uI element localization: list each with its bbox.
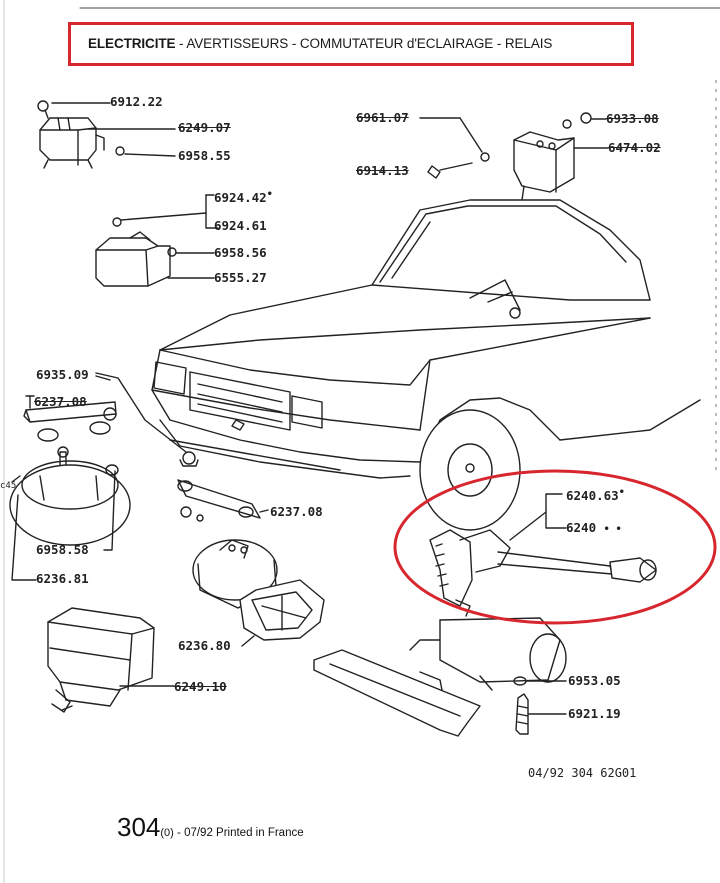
part-label-6924-42: 6924.42• (214, 190, 273, 205)
horn-right-drawing (192, 539, 325, 641)
part-label-6249-07: 6249.07 (178, 120, 231, 135)
page-number: 304 (117, 812, 161, 842)
relay-top-right-drawing (513, 112, 592, 201)
drawing-reference: 04/92 304 62G01 (528, 766, 637, 780)
star-marker: • (618, 487, 625, 498)
title-bold: ELECTRICITE (88, 36, 176, 51)
part-label-6961-07: 6961.07 (356, 110, 409, 125)
part-label-6912-22: 6912.22 (110, 94, 163, 109)
part-label-6924-61: 6924.61 (214, 218, 267, 233)
page-title: ELECTRICITE - AVERTISSEURS - COMMUTATEUR… (88, 36, 552, 51)
page-suffix: (0) (160, 827, 174, 839)
relay-bottom-left-drawing (47, 607, 155, 713)
horn-left-drawing (9, 401, 131, 546)
part-label-6958-56: 6958.56 (214, 245, 267, 260)
part-label-6237-08-left: 6237.08 (34, 394, 87, 409)
part-number-6924-42: 6924.42 (214, 190, 267, 206)
part-label-6921-19: 6921.19 (568, 706, 621, 721)
part-label-6958-58: 6958.58 (36, 542, 89, 557)
star-marker: • (266, 189, 273, 200)
steering-column-drawing (313, 617, 567, 737)
part-label-6236-81: 6236.81 (36, 571, 89, 586)
page-footer: 304(0) - 07/92 Printed in France (117, 812, 304, 843)
title-highlight-box (68, 22, 634, 66)
switch-highlight-ellipse (393, 469, 717, 625)
part-label-6953-05: 6953.05 (568, 673, 621, 688)
side-mark: c45 (0, 481, 17, 491)
right-edge-strip (715, 80, 717, 470)
car-drawing (151, 199, 701, 531)
bracket-drawing (177, 479, 261, 522)
relay-top-left-drawing (37, 100, 105, 169)
part-label-6555-27: 6555.27 (214, 270, 267, 285)
light-switch-stalk-drawing (429, 529, 657, 641)
part-label-6935-09: 6935.09 (36, 367, 89, 382)
part-number-6240: 6240 (566, 520, 597, 535)
part-label-6236-80: 6236.80 (178, 638, 231, 653)
print-info: - 07/92 Printed in France (173, 827, 304, 839)
part-label-6474-02: 6474.02 (608, 140, 661, 155)
part-number-6240-63: 6240.63 (566, 488, 619, 504)
part-label-6914-13: 6914.13 (356, 163, 409, 178)
part-label-6237-08-right: 6237.08 (270, 504, 323, 519)
part-label-6249-10: 6249.10 (174, 679, 227, 694)
relay-middle-left-drawing (95, 217, 177, 287)
title-rest: - AVERTISSEURS - COMMUTATEUR d'ECLAIRAGE… (175, 36, 553, 51)
dots-marker: • • (603, 524, 622, 535)
part-label-6240: 6240 • • (566, 520, 622, 535)
part-label-6958-55: 6958.55 (178, 148, 231, 163)
part-label-6933-08: 6933.08 (606, 111, 659, 126)
part-label-6240-63: 6240.63• (566, 488, 625, 503)
